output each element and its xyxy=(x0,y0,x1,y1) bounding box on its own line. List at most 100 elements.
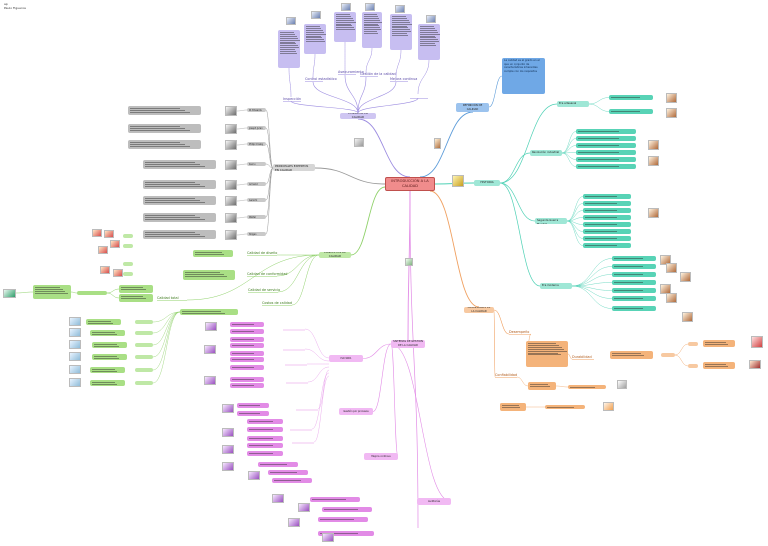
expert-name-3[interactable]: Kaoru Ishikawa xyxy=(247,162,266,166)
concept-detail-tag-2[interactable] xyxy=(135,343,153,347)
history-leaf-15[interactable] xyxy=(583,243,631,248)
systems-label-4[interactable] xyxy=(296,405,318,409)
systems-card-14[interactable] xyxy=(247,443,283,448)
stage-card-0[interactable] xyxy=(278,30,300,68)
dimension-card-0[interactable] xyxy=(526,341,568,367)
history-leaf-10[interactable] xyxy=(583,208,631,213)
history-leaf-21[interactable] xyxy=(612,296,656,301)
concept-detail-tag-1[interactable] xyxy=(135,331,153,335)
systems-label-5[interactable] xyxy=(290,425,312,429)
systems-card-8[interactable] xyxy=(230,383,264,388)
concept-tag-1[interactable] xyxy=(123,244,133,248)
systems-card-15[interactable] xyxy=(247,451,283,456)
systems-label-1[interactable] xyxy=(283,345,305,349)
history-leaf-2[interactable] xyxy=(576,129,636,134)
systems-card-7[interactable] xyxy=(230,377,264,382)
dimension-card-1[interactable] xyxy=(610,351,653,359)
dimension-tag-0[interactable] xyxy=(661,353,675,357)
dimension-card-7[interactable] xyxy=(545,405,585,409)
systems-card-16[interactable] xyxy=(258,462,298,467)
concept-card-6[interactable] xyxy=(180,309,238,315)
concept-detail-tag-0[interactable] xyxy=(135,320,153,324)
systems-card-1[interactable] xyxy=(230,329,264,334)
systems-sub-2[interactable]: Mejora continua xyxy=(364,453,398,460)
history-leaf-11[interactable] xyxy=(583,215,631,220)
expert-name-7[interactable]: Shigeo Shingo xyxy=(247,232,266,236)
systems-branch-main[interactable]: SISTEMAS DE GESTIÓN DE LA CALIDAD xyxy=(391,340,425,348)
systems-card-4[interactable] xyxy=(230,351,264,356)
systems-card-17[interactable] xyxy=(268,470,308,475)
systems-sub-1[interactable]: Gestión por procesos xyxy=(339,408,373,415)
history-leaf-19[interactable] xyxy=(612,280,656,285)
concept-detail-0[interactable] xyxy=(86,319,121,325)
systems-sub-3[interactable]: Auditorías xyxy=(417,498,451,505)
expert-bio-3[interactable] xyxy=(143,160,216,169)
dimension-tag-1[interactable] xyxy=(688,342,698,346)
concept-detail-1[interactable] xyxy=(90,330,125,336)
concept-detail-3[interactable] xyxy=(92,354,127,360)
systems-card-10[interactable] xyxy=(237,411,269,416)
systems-card-5[interactable] xyxy=(230,357,264,362)
history-sub-0[interactable]: Era artesanal xyxy=(557,101,589,107)
expert-name-1[interactable]: Joseph Juran xyxy=(247,126,266,130)
definition-branch-main[interactable]: DEFINICIÓN DE CALIDAD xyxy=(456,103,489,112)
history-leaf-8[interactable] xyxy=(583,194,631,199)
concepts-branch-main[interactable]: CONCEPTOS DE CALIDAD xyxy=(319,252,351,258)
systems-card-21[interactable] xyxy=(318,517,368,522)
concept-detail-2[interactable] xyxy=(92,342,127,348)
history-leaf-1[interactable] xyxy=(609,109,653,114)
systems-card-22[interactable] xyxy=(318,531,374,536)
top-branch-main[interactable]: ETAPAS DE LA CALIDAD xyxy=(340,113,376,119)
history-leaf-13[interactable] xyxy=(583,229,631,234)
concept-card-1[interactable] xyxy=(183,270,235,280)
concept-card-3[interactable] xyxy=(119,294,153,302)
stage-card-5[interactable] xyxy=(418,24,440,60)
dimension-card-2[interactable] xyxy=(703,340,735,347)
concept-tag-0[interactable] xyxy=(123,234,133,238)
history-leaf-5[interactable] xyxy=(576,150,636,155)
history-leaf-16[interactable] xyxy=(612,256,656,261)
history-leaf-14[interactable] xyxy=(583,236,631,241)
central-topic[interactable]: INTRODUCCIÓN A LA CALIDAD xyxy=(385,177,435,191)
systems-card-9[interactable] xyxy=(237,403,269,408)
history-leaf-20[interactable] xyxy=(612,288,656,293)
expert-bio-5[interactable] xyxy=(143,196,216,205)
history-leaf-17[interactable] xyxy=(612,264,656,269)
expert-bio-7[interactable] xyxy=(143,230,216,239)
history-leaf-22[interactable] xyxy=(612,306,656,311)
systems-card-11[interactable] xyxy=(247,419,283,424)
systems-card-0[interactable] xyxy=(230,322,264,327)
dimensions-branch-main[interactable]: DIMENSIONES DE LA CALIDAD xyxy=(464,307,494,313)
history-leaf-9[interactable] xyxy=(583,201,631,206)
concept-detail-5[interactable] xyxy=(90,380,125,386)
expert-bio-0[interactable] xyxy=(128,106,201,115)
dimension-card-4[interactable] xyxy=(528,382,556,390)
systems-card-2[interactable] xyxy=(230,337,264,342)
systems-card-13[interactable] xyxy=(247,436,283,441)
history-branch-main[interactable]: HISTORIA xyxy=(474,180,500,186)
history-sub-3[interactable]: Era moderna xyxy=(540,283,572,289)
dimension-tag-2[interactable] xyxy=(688,364,698,368)
expert-name-4[interactable]: Armand Feigenbaum xyxy=(247,182,266,186)
history-leaf-7[interactable] xyxy=(576,164,636,169)
history-leaf-12[interactable] xyxy=(583,222,631,227)
concept-card-2[interactable] xyxy=(119,285,153,293)
expert-name-5[interactable]: Genichi Taguchi xyxy=(247,198,266,202)
systems-label-0[interactable] xyxy=(283,325,305,329)
history-sub-2[interactable]: Segunda Guerra Mundial xyxy=(535,218,567,224)
concept-card-4[interactable] xyxy=(33,285,71,299)
concept-card-5[interactable] xyxy=(77,291,107,295)
expert-name-0[interactable]: W. Edwards Deming xyxy=(247,108,266,112)
expert-name-6[interactable]: Walter Shewhart xyxy=(247,215,266,219)
systems-label-2[interactable] xyxy=(285,360,307,364)
dimension-card-5[interactable] xyxy=(568,385,606,389)
expert-bio-4[interactable] xyxy=(143,180,216,189)
systems-card-18[interactable] xyxy=(272,478,312,483)
history-leaf-18[interactable] xyxy=(612,272,656,277)
systems-card-20[interactable] xyxy=(322,507,372,512)
history-sub-1[interactable]: Revolución industrial xyxy=(530,150,562,156)
dimension-card-6[interactable] xyxy=(500,403,526,411)
history-leaf-4[interactable] xyxy=(576,143,636,148)
concept-detail-tag-3[interactable] xyxy=(135,355,153,359)
stage-card-1[interactable] xyxy=(304,24,326,54)
